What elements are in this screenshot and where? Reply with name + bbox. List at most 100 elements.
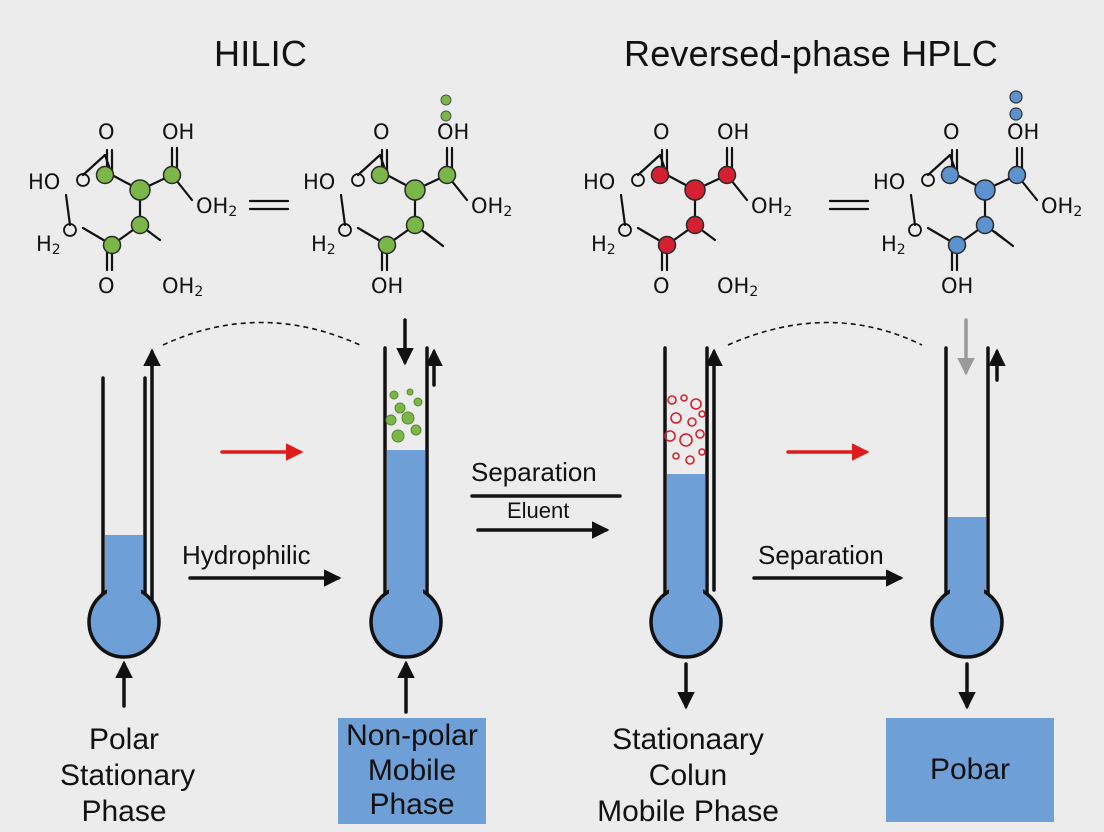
- h2-label: H2: [881, 232, 906, 258]
- red-bubble: [685, 455, 695, 465]
- box-line: Mobile Phase: [367, 753, 457, 822]
- hydrophilic-label: Hydrophilic: [182, 540, 311, 570]
- pobar-box: Pobar: [886, 718, 1054, 822]
- red-bubble: [690, 398, 702, 410]
- floating-dot: [1009, 107, 1023, 121]
- atom-4: [940, 165, 960, 185]
- red-bubble: [698, 410, 706, 418]
- bond-1: [64, 193, 72, 227]
- bond-4: [993, 230, 1015, 248]
- hilic-title: HILIC: [214, 33, 308, 74]
- oh2-label: OH2: [751, 194, 793, 220]
- atom-2: [437, 165, 457, 185]
- green-bubble: [406, 388, 414, 396]
- oh2-label: OH2: [1041, 194, 1083, 220]
- ho-label: HO: [303, 170, 336, 194]
- bond-2: [356, 153, 382, 177]
- eluent-label: Eluent: [507, 498, 570, 523]
- bond-1: [81, 153, 107, 177]
- atom-3: [717, 165, 737, 185]
- red-bubble: [698, 448, 706, 456]
- oh2-bottom-label: OH2: [162, 274, 204, 300]
- atom-1: [162, 165, 182, 185]
- red-bubble: [679, 433, 693, 447]
- red-bubble: [670, 412, 682, 424]
- oxygen-ring-3: [618, 223, 632, 237]
- atom-3: [657, 235, 677, 255]
- atom-3: [684, 179, 706, 201]
- oh-bottom-label: OH: [371, 274, 404, 298]
- o-bottom-label: O: [98, 274, 115, 298]
- red-bubble: [672, 452, 680, 460]
- atom-4: [947, 235, 967, 255]
- col2-liquid-cover: [389, 450, 423, 622]
- atom-2: [405, 215, 425, 235]
- separation-label-center: Separation: [471, 457, 597, 487]
- oh2-label: OH2: [196, 194, 238, 220]
- oxygen-ring-3: [631, 173, 645, 187]
- atom-3: [685, 215, 705, 235]
- o-label: O: [653, 120, 670, 144]
- ho-label: HO: [873, 170, 906, 194]
- green-bubble: [410, 424, 422, 436]
- oh-label: OH: [717, 120, 750, 144]
- atom-1: [130, 215, 150, 235]
- atom-4: [975, 215, 995, 235]
- h2-label: H2: [36, 232, 61, 258]
- bond-4: [909, 193, 917, 227]
- oh-label: OH: [1007, 120, 1040, 144]
- atom-4: [974, 179, 996, 201]
- floating-dot: [440, 110, 452, 122]
- atom-1: [129, 179, 151, 201]
- dashed-arc: [162, 321, 361, 346]
- red-bubble: [680, 394, 688, 402]
- h2-label: H2: [311, 232, 336, 258]
- col1-liquid-cover: [107, 535, 141, 622]
- stationary-column-caption: Stationaary Colun Mobile Phase: [588, 722, 788, 830]
- atom-1: [95, 165, 115, 185]
- nonpolar-mobile-phase-box: Non-polar Mobile Phase: [338, 718, 486, 824]
- rp-hplc-title: Reversed-phase HPLC: [624, 33, 998, 74]
- oh-bottom-label: OH: [941, 274, 974, 298]
- green-bubble: [391, 429, 405, 443]
- col4-liquid-cover: [950, 517, 984, 622]
- green-bubble: [401, 411, 415, 425]
- dashed-arc: [727, 321, 923, 346]
- col3-liquid-cover: [669, 474, 703, 622]
- caption-line: Colun: [648, 759, 728, 792]
- caption-line: Stationary: [60, 759, 196, 792]
- red-bubble: [667, 395, 677, 405]
- atom-2: [370, 165, 390, 185]
- ho-label: HO: [583, 170, 616, 194]
- oh-label: OH: [162, 120, 195, 144]
- caption-line: Polar: [88, 723, 160, 756]
- bond-4: [926, 153, 952, 177]
- polar-stationary-caption: Polar Stationary Phase: [60, 722, 196, 830]
- h2-label: H2: [591, 232, 616, 258]
- floating-dot: [1009, 90, 1023, 104]
- atom-3: [650, 165, 670, 185]
- bond-3: [619, 193, 627, 227]
- oxygen-ring-4: [921, 173, 935, 187]
- caption-line: Phase: [81, 795, 167, 828]
- oh2-label: OH2: [471, 194, 513, 220]
- oxygen-ring-1: [63, 223, 77, 237]
- o-bottom-label: O: [653, 274, 670, 298]
- green-bubble: [413, 397, 423, 407]
- oh-label: OH: [437, 120, 470, 144]
- box-line: Pobar: [929, 752, 1011, 786]
- separation-label-right: Separation: [758, 540, 884, 570]
- green-bubble: [385, 414, 397, 426]
- green-bubble: [389, 390, 399, 400]
- oxygen-ring-2: [338, 223, 352, 237]
- caption-line: Mobile Phase: [597, 795, 779, 828]
- o-label: O: [98, 120, 115, 144]
- atom-4: [1007, 165, 1027, 185]
- atom-2: [404, 179, 426, 201]
- o-label: O: [943, 120, 960, 144]
- bond-2: [423, 230, 445, 248]
- red-bubble: [687, 417, 697, 427]
- bond-2: [339, 193, 347, 227]
- box-line: Non-polar: [346, 719, 478, 753]
